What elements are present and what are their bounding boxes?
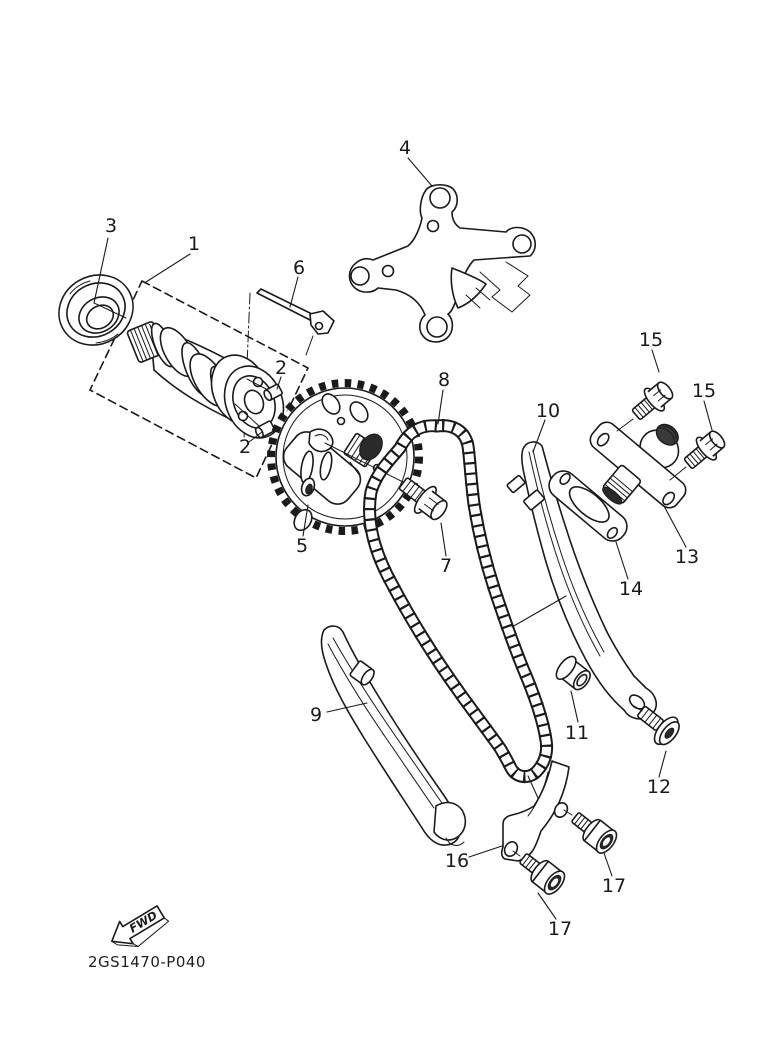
timing-chain-drawing (363, 419, 554, 783)
bolt-12-assembly-line (633, 705, 643, 712)
bracket-drawing (500, 760, 570, 862)
flange-bolt-7-drawing (398, 477, 448, 521)
callout-17-bottom: 17 (548, 918, 572, 940)
leader-13 (663, 505, 687, 548)
leader-14 (615, 541, 629, 580)
callout-6: 6 (293, 257, 305, 279)
leader-17-right (603, 852, 613, 877)
drawing-code: 2GS1470-P040 (88, 953, 206, 971)
leader-2-lower (248, 431, 263, 443)
bolt-17-bottom-assembly-line (512, 850, 521, 857)
leader-10 (532, 419, 546, 453)
callout-15-left: 15 (639, 329, 663, 351)
leader-15-right (703, 400, 713, 431)
callout-2-upper: 2 (275, 357, 287, 379)
leader-4 (407, 157, 433, 187)
callout-11: 11 (565, 722, 589, 744)
leader-17-bottom (537, 892, 557, 920)
bracket-contact-line (527, 775, 539, 799)
dowel-pin-upper (263, 383, 284, 402)
camshaft-drawing (126, 321, 285, 439)
callout-10: 10 (536, 400, 560, 422)
callout-4: 4 (399, 137, 411, 159)
callout-5: 5 (296, 535, 308, 557)
plate-drawing (348, 183, 537, 343)
leader-6 (289, 276, 299, 308)
chain-guide-contact-line (511, 595, 567, 628)
leader-1 (145, 253, 191, 283)
chain-guide-front-drawing (320, 625, 467, 846)
collar-drawing (555, 655, 591, 691)
button-bolt-drawing (637, 705, 680, 746)
callout-2-lower: 2 (239, 436, 251, 458)
decompression-pin-drawing (256, 288, 335, 356)
bearing-drawing (58, 274, 134, 346)
callout-3: 3 (105, 215, 117, 237)
leader-lines (93, 157, 713, 920)
callout-14: 14 (619, 578, 643, 600)
gasket-drawing (548, 470, 628, 542)
leader-11 (570, 690, 579, 723)
bolt-17-right-assembly-line (563, 809, 573, 816)
flange-bolt-15-right-drawing (683, 430, 726, 469)
callout-1: 1 (188, 233, 200, 255)
callout-15-right: 15 (692, 380, 716, 402)
leader-7 (440, 522, 447, 557)
callout-16: 16 (445, 850, 469, 872)
bolt-15-right-assembly-line (669, 466, 687, 481)
callout-labels: 1 2 2 3 4 5 6 7 8 9 10 11 12 13 14 15 15… (105, 137, 716, 940)
leader-8 (437, 389, 444, 425)
leader-12 (658, 750, 667, 778)
bolt-15-left-assembly-line (616, 418, 634, 432)
socket-bolt-17-bottom-drawing (519, 853, 566, 895)
leader-5 (302, 504, 309, 537)
tensioner-drawing (589, 421, 687, 509)
leader-3 (93, 237, 127, 319)
callout-9: 9 (310, 704, 322, 726)
callout-13: 13 (675, 546, 699, 568)
leader-2-upper (276, 376, 282, 390)
fwd-arrow: FWD (111, 905, 170, 947)
socket-bolt-17-right-drawing (571, 812, 618, 854)
flange-bolt-15-left-drawing (631, 381, 674, 420)
callout-7: 7 (440, 555, 452, 577)
callout-17-right: 17 (602, 875, 626, 897)
cam-sprocket-drawing (267, 379, 423, 535)
leader-15-left (651, 349, 660, 373)
leader-9 (326, 702, 368, 713)
callout-12: 12 (647, 776, 671, 798)
callout-8: 8 (438, 369, 450, 391)
leader-16 (468, 845, 503, 858)
